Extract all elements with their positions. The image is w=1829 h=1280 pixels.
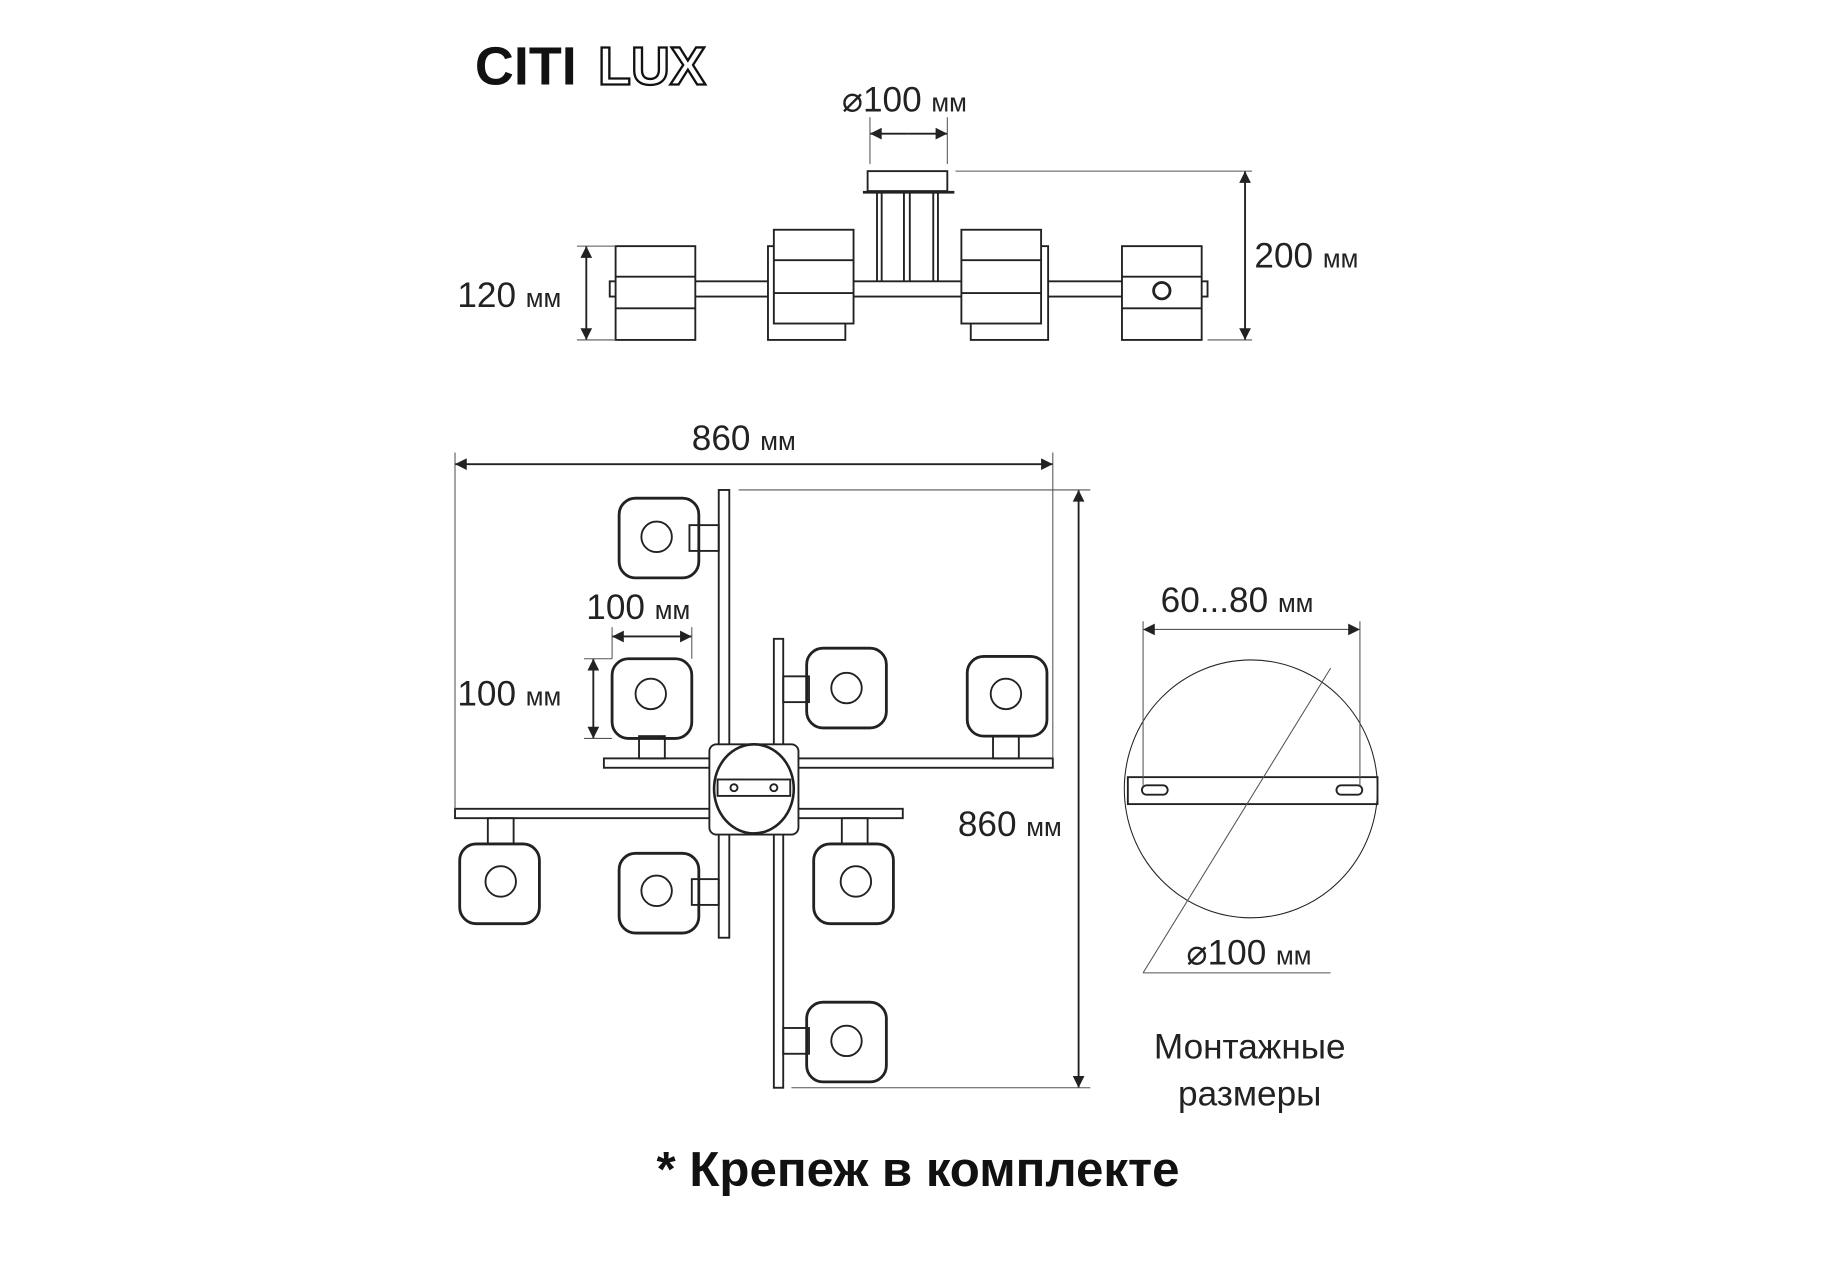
shade-1 (617, 496, 720, 580)
shade-5 (458, 817, 541, 926)
citilux-logo: CITI LUX (475, 35, 707, 97)
svg-text:LUX: LUX (598, 36, 706, 96)
shade-height-label: 120 мм (457, 276, 561, 315)
shade-width-label: 100 мм (586, 588, 690, 627)
svg-text:CITI: CITI (475, 36, 577, 96)
shade-3 (782, 646, 888, 730)
shade-4 (965, 655, 1049, 760)
shade-8 (782, 1000, 888, 1084)
mounting-caption-1: Монтажные (1154, 1027, 1346, 1066)
width-label: 860 мм (692, 419, 796, 458)
mount-diameter-label: ⌀100 мм (1186, 934, 1311, 973)
shade-2 (610, 657, 694, 760)
depth-label: 860 мм (958, 805, 1062, 844)
footnote: * Крепеж в комплекте (657, 1142, 1180, 1197)
shade-7 (812, 817, 895, 926)
mounting-detail (1123, 621, 1379, 974)
top-view (454, 489, 1054, 1089)
canopy-diameter-label: ⌀100 мм (842, 80, 967, 119)
shade-6 (617, 851, 720, 935)
shade-depth-label: 100 мм (457, 675, 561, 714)
side-view (608, 170, 1209, 341)
mounting-caption-2: размеры (1178, 1074, 1321, 1113)
bracket-span-label: 60...80 мм (1161, 581, 1314, 620)
total-height-label: 200 мм (1254, 236, 1358, 275)
